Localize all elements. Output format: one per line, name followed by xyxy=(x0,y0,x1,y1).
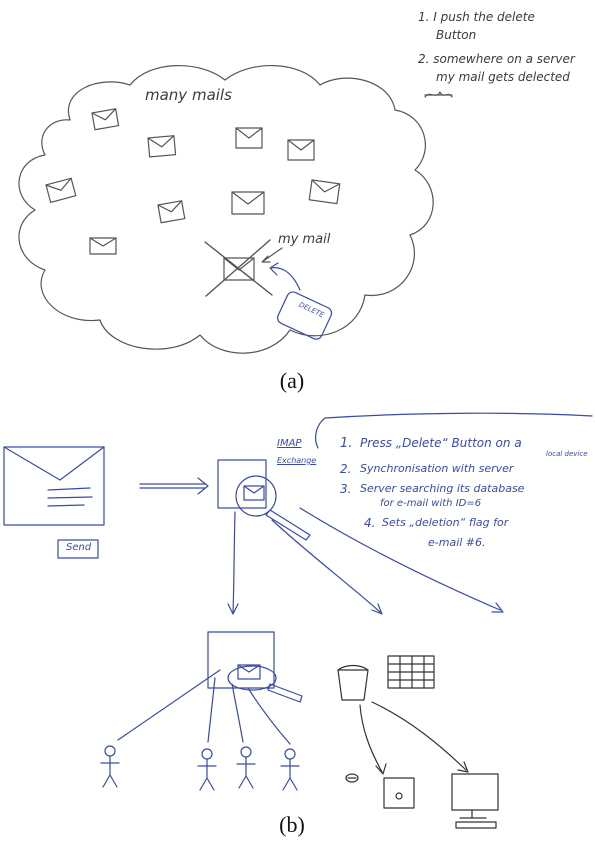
arrow-down-right xyxy=(299,507,504,613)
caption-b: (b) xyxy=(279,812,305,837)
divider-line xyxy=(324,412,593,419)
send-arrow xyxy=(139,477,209,495)
step-b-3-text: Server searching its database xyxy=(360,482,525,495)
arrow-db-right xyxy=(371,701,469,773)
magnifier-handle xyxy=(265,509,311,541)
table-grid-icon xyxy=(387,655,435,689)
arrow-db-left xyxy=(359,704,387,775)
step-a-2-line1: 2. somewhere on a server xyxy=(418,52,575,66)
step-b-4-num: 4. xyxy=(364,516,376,530)
panel-a-sketch xyxy=(18,64,453,354)
send-label: Send xyxy=(66,542,92,553)
step-a-1-line1: 1. I push the delete xyxy=(418,10,535,24)
server-mail-icon xyxy=(243,485,265,501)
envelope-icon xyxy=(147,135,177,158)
step-b-2-num: 2. xyxy=(340,462,352,476)
step-b-1-extra: local device xyxy=(546,450,588,458)
small-scribble-icon xyxy=(345,773,359,783)
user-figure-icon xyxy=(236,746,256,789)
magnifier-lens-2 xyxy=(227,665,277,691)
send-button-outline xyxy=(57,539,99,559)
user-figure-icon xyxy=(280,748,300,791)
step-b-3-cont: for e-mail with ID=6 xyxy=(380,498,482,509)
envelope-icon xyxy=(89,237,117,255)
envelope-icon xyxy=(287,139,315,161)
envelope-icon xyxy=(231,191,265,215)
tablet-device-icon xyxy=(383,777,415,809)
step-b-2-text: Synchronisation with server xyxy=(360,462,514,475)
server-box xyxy=(217,459,267,509)
deleted-mail-icon xyxy=(204,239,273,297)
delete-arrow xyxy=(269,262,301,291)
envelope-icon xyxy=(235,127,263,149)
link-person-3 xyxy=(231,683,244,743)
divider-curve xyxy=(315,417,326,449)
server-box-2 xyxy=(207,631,275,689)
compose-envelope-icon xyxy=(3,446,105,526)
desktop-computer-icon xyxy=(451,773,499,829)
my-mail-label: my mail xyxy=(278,232,331,247)
link-person-1 xyxy=(117,669,221,741)
user-figure-icon xyxy=(197,748,217,791)
envelope-icon xyxy=(45,177,77,203)
step-b-1-num: 1. xyxy=(340,436,353,451)
arrow-down-left xyxy=(227,511,239,615)
step-b-3-num: 3. xyxy=(340,482,352,496)
cloud-outline xyxy=(18,64,434,354)
pointer-arrow xyxy=(261,247,283,263)
magnifier-handle-2 xyxy=(267,683,303,703)
step-b-1-text: Press „Delete“ Button on a xyxy=(360,436,522,450)
envelope-icon xyxy=(157,200,186,224)
protocol-label-imap: IMAP xyxy=(277,438,302,449)
envelope-icon xyxy=(308,179,341,205)
step-b-4-cont: e-mail #6. xyxy=(428,536,486,549)
protocol-label-exchange: Exchange xyxy=(277,456,317,465)
scribble-mark xyxy=(424,91,453,98)
envelope-icon xyxy=(91,108,120,131)
step-b-4-text: Sets „deletion“ flag for xyxy=(382,516,509,529)
step-a-1-line2: Button xyxy=(436,28,477,42)
arrow-down-mid xyxy=(271,519,383,615)
delete-device-icon xyxy=(277,291,333,340)
step-a-2-line2: my mail gets delected xyxy=(436,70,570,84)
cloud-label: many mails xyxy=(145,86,232,104)
database-icon xyxy=(337,664,369,701)
user-figure-icon xyxy=(100,745,120,788)
link-person-2 xyxy=(207,677,216,743)
magnifier-lens xyxy=(235,475,277,517)
link-person-4 xyxy=(247,687,291,745)
caption-a: (a) xyxy=(279,368,305,393)
